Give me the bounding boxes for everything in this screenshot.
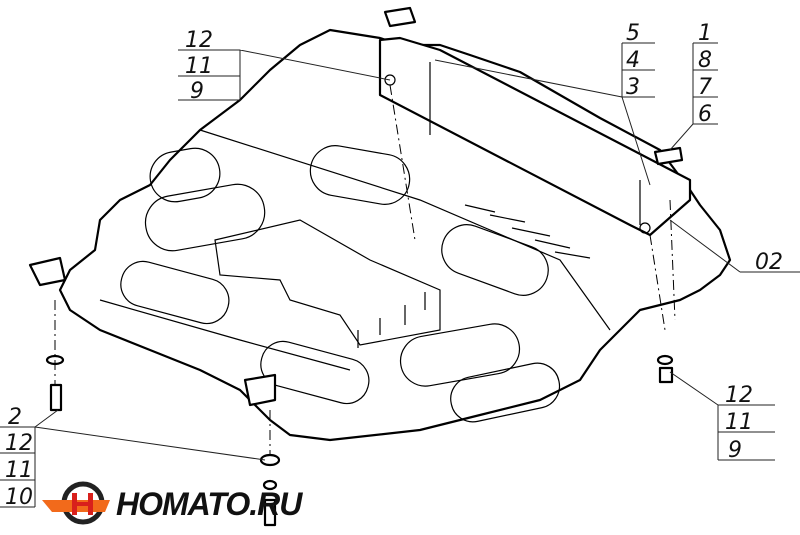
callout-5: 5 bbox=[626, 21, 640, 46]
callout-11: 11 bbox=[185, 54, 213, 79]
callout-9: 9 bbox=[190, 79, 204, 104]
assembly-axis bbox=[54, 84, 676, 455]
callout-11: 11 bbox=[725, 410, 753, 435]
stamped-slots bbox=[120, 145, 561, 423]
callout-12: 12 bbox=[725, 383, 753, 408]
bend-line bbox=[99, 299, 351, 371]
logo-text: HOMATO.RU bbox=[116, 486, 303, 522]
callout-lines bbox=[0, 42, 800, 508]
callout-02: 02 bbox=[755, 250, 783, 275]
clip-right bbox=[653, 146, 684, 166]
callout-7: 7 bbox=[698, 75, 712, 100]
callout-6: 6 bbox=[698, 102, 712, 127]
callout-8: 8 bbox=[698, 48, 712, 73]
side-bracket-left bbox=[28, 256, 67, 287]
callout-12: 12 bbox=[185, 28, 213, 53]
callout-4: 4 bbox=[626, 48, 640, 73]
callout-11: 11 bbox=[5, 458, 33, 483]
callout-10: 10 bbox=[5, 485, 33, 510]
callout-2: 2 bbox=[8, 405, 22, 430]
callout-9: 9 bbox=[728, 438, 742, 463]
homato-logo: HOMATO.RU bbox=[42, 481, 304, 525]
side-bracket-bottom bbox=[243, 373, 277, 407]
bracket-edge bbox=[429, 62, 641, 225]
callout-12: 12 bbox=[5, 431, 33, 456]
callout-3: 3 bbox=[626, 75, 640, 100]
vent-slots bbox=[357, 204, 591, 348]
bend-line bbox=[199, 129, 611, 331]
crossmember-bracket bbox=[378, 36, 692, 237]
callout-1: 1 bbox=[698, 21, 712, 46]
clip-top bbox=[383, 6, 417, 28]
